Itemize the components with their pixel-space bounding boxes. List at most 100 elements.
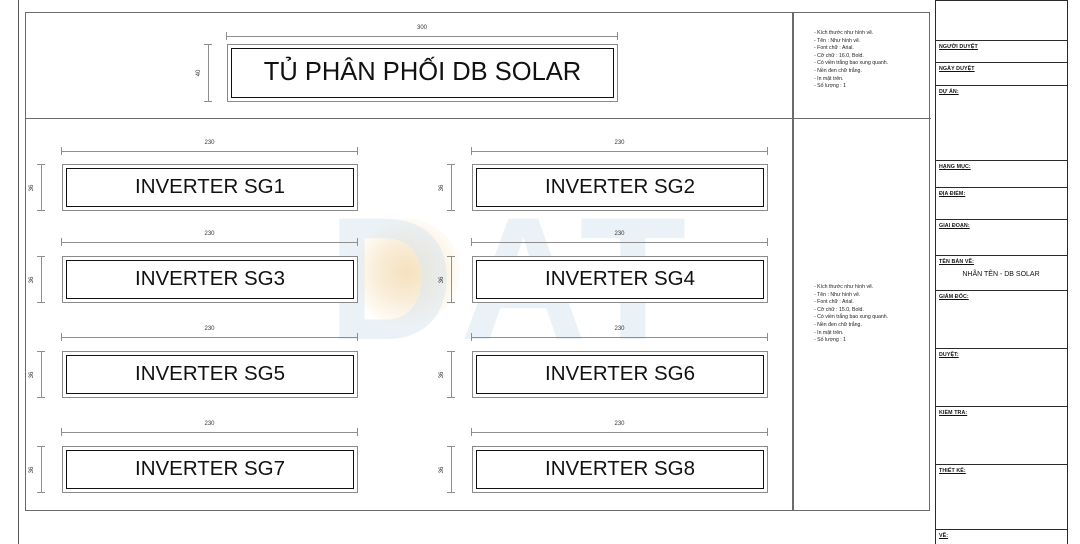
dimension-line — [451, 351, 452, 398]
title-block-row-thiet-ke[interactable]: THIẾT KẾ: — [935, 464, 1067, 529]
plate-inverter-sg3[interactable]: INVERTER SG3 — [62, 256, 358, 303]
dimension-tick-left — [471, 428, 472, 436]
dimension-tick-bottom — [37, 302, 45, 303]
dimension-tick-right — [357, 238, 358, 246]
plate-inverter-sg6[interactable]: INVERTER SG6 — [472, 351, 768, 398]
title-block-row-du-an[interactable]: DỰ ÁN: — [935, 85, 1067, 160]
dimension-tick-top — [37, 256, 45, 257]
dimension-tick-right — [357, 333, 358, 341]
dimension-tick-top — [37, 164, 45, 165]
title-block-row-dia-diem[interactable]: ĐỊA ĐIỂM: — [935, 187, 1067, 219]
title-block-row-ten-ban-ve[interactable]: TÊN BẢN VẼ: NHÃN TÊN - DB SOLAR — [935, 255, 1067, 290]
note-line: - Font chữ : Arial. — [814, 45, 854, 52]
dimension-value: 40 — [196, 69, 202, 77]
plate-label: TỦ PHÂN PHỐI DB SOLAR — [263, 58, 582, 87]
dimension-tick-bottom — [204, 101, 212, 102]
title-block-row-ngay-duyet[interactable]: NGÀY DUYỆT — [935, 62, 1067, 85]
dimension-line — [471, 432, 768, 433]
dimension-tick-top — [447, 351, 455, 352]
dimension-value: 36 — [439, 276, 445, 283]
plate-sg3-width-dimension: 230 — [61, 231, 358, 246]
plate-sg8-width-dimension: 230 — [471, 421, 768, 436]
row-label: DUYỆT: — [939, 352, 959, 358]
title-block: NGƯỜI DUYỆT NGÀY DUYỆT DỰ ÁN: HẠNG MỤC: … — [935, 0, 1080, 544]
title-block-row-giam-doc[interactable]: GIÁM ĐỐC: — [935, 290, 1067, 348]
row-label: THIẾT KẾ: — [939, 468, 966, 474]
dimension-value: 36 — [439, 184, 445, 191]
note-line: - Số lượng : 1 — [814, 83, 846, 90]
plate-inverter-sg2[interactable]: INVERTER SG2 — [472, 164, 768, 211]
dimension-line — [41, 164, 42, 211]
dimension-tick-top — [447, 256, 455, 257]
plate-inverter-sg8[interactable]: INVERTER SG8 — [472, 446, 768, 493]
row-label: GIAI ĐOẠN: — [939, 223, 970, 229]
dimension-line — [41, 446, 42, 493]
dimension-tick-right — [357, 428, 358, 436]
note-line: - Có viền trắng bao xung quanh. — [814, 314, 889, 321]
plate-label: INVERTER SG6 — [545, 362, 695, 386]
plate-sg4-height-dimension: 36 — [439, 256, 455, 303]
title-block-right-rule — [1067, 0, 1068, 544]
plate-sg5-width-dimension: 230 — [61, 326, 358, 341]
row-label: NGÀY DUYỆT — [939, 66, 975, 72]
dimension-tick-right — [767, 147, 768, 155]
plate-sg7-width-dimension: 230 — [61, 421, 358, 436]
dimension-tick-left — [471, 238, 472, 246]
title-block-row-kiem-tra[interactable]: KIỂM TRA: — [935, 406, 1067, 464]
dimension-line — [471, 242, 768, 243]
plate-inner-frame: INVERTER SG7 — [66, 450, 354, 489]
row-value: NHÃN TÊN - DB SOLAR — [962, 271, 1040, 278]
plate-inverter-sg7[interactable]: INVERTER SG7 — [62, 446, 358, 493]
title-block-row-nguoi-duyet[interactable]: NGƯỜI DUYỆT — [935, 40, 1067, 62]
note-line: - Số lượng : 1 — [814, 337, 846, 344]
note-line: - In mặt trên. — [814, 329, 844, 336]
dimension-tick-left — [61, 428, 62, 436]
dimension-value: 230 — [614, 421, 625, 427]
dimension-tick-left — [471, 333, 472, 341]
dimension-value: 230 — [204, 326, 215, 332]
dimension-tick-top — [37, 446, 45, 447]
dimension-tick-left — [61, 333, 62, 341]
plate-inverter-sg5[interactable]: INVERTER SG5 — [62, 351, 358, 398]
plate-sg3-height-dimension: 36 — [29, 256, 45, 303]
dimension-value: 36 — [29, 276, 35, 283]
dimension-tick-left — [61, 238, 62, 246]
dimension-value: 36 — [439, 466, 445, 473]
dimension-line — [471, 151, 768, 152]
dimension-tick-right — [767, 333, 768, 341]
dimension-line — [61, 242, 358, 243]
plate-inverter-sg4[interactable]: INVERTER SG4 — [472, 256, 768, 303]
row-label: NGƯỜI DUYỆT — [939, 44, 978, 50]
note-line: - Nền đen chữ trắng. — [814, 321, 862, 328]
title-block-row-giai-doan[interactable]: GIAI ĐOẠN: — [935, 219, 1067, 255]
title-block-top-rule — [935, 0, 1067, 1]
plate-inverter-sg1[interactable]: INVERTER SG1 — [62, 164, 358, 211]
dimension-value: 230 — [614, 140, 625, 146]
title-block-row-duyet[interactable]: DUYỆT: — [935, 348, 1067, 406]
plate-db-solar[interactable]: TỦ PHÂN PHỐI DB SOLAR — [227, 44, 618, 102]
notes-block-bottom: - Kích thước như hình vẽ. - Tên : Như hì… — [793, 284, 925, 345]
dimension-tick-top — [447, 164, 455, 165]
dimension-value: 230 — [614, 326, 625, 332]
title-block-row-ve[interactable]: VẼ: — [935, 529, 1067, 544]
plate-inner-frame: INVERTER SG1 — [66, 168, 354, 207]
dimension-value: 230 — [204, 231, 215, 237]
title-block-row-hang-muc[interactable]: HẠNG MỤC: — [935, 160, 1067, 187]
row-label: VẼ: — [939, 533, 949, 539]
notes-column — [793, 12, 930, 511]
plate-label: INVERTER SG8 — [545, 457, 695, 481]
plate-inner-frame: INVERTER SG2 — [476, 168, 764, 207]
note-line: - In mặt trên. — [814, 75, 844, 82]
plate-sg1-height-dimension: 36 — [29, 164, 45, 211]
dimension-tick-bottom — [37, 492, 45, 493]
dimension-line — [451, 256, 452, 303]
dimension-tick-bottom — [447, 397, 455, 398]
dimension-line — [451, 446, 452, 493]
note-line: - Có viền trắng bao xung quanh. — [814, 60, 889, 67]
dimension-tick-top — [447, 446, 455, 447]
dimension-line — [41, 351, 42, 398]
dimension-tick-top — [37, 351, 45, 352]
plate-sg6-height-dimension: 36 — [439, 351, 455, 398]
title-plate-height-dimension: 40 — [196, 44, 212, 102]
